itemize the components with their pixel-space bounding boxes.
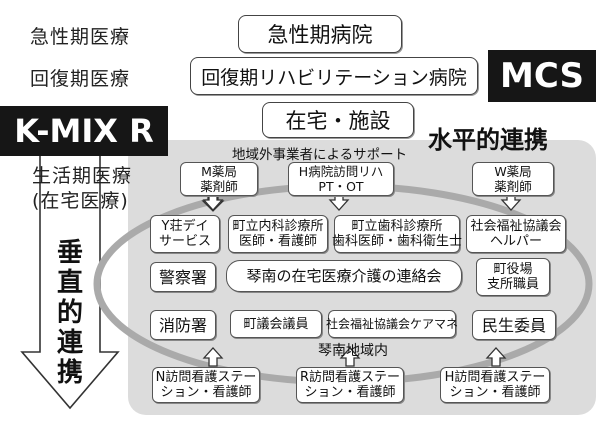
stage-recovery-label: 回復期医療 [30, 68, 131, 90]
stage-living-line1: 生活期医療 [32, 165, 133, 187]
horizontal-cooperation-label: 水平的連携 [428, 126, 548, 154]
stage-acute-label: 急性期医療 [30, 26, 131, 48]
node-line: ション・看護師 [304, 385, 396, 400]
node-line: 町役場 [493, 262, 533, 277]
node-line: 薬剤師 [494, 179, 532, 194]
node-line: 町立歯科診療所 [351, 219, 443, 234]
node-line: H病院訪問リハ [298, 164, 384, 179]
welfare-commissioner-node: 民生委員 [472, 310, 556, 340]
node-line: 薬剤師 [200, 179, 238, 194]
node-line: R訪問看護ステー [299, 370, 401, 385]
welfare-helper-node: 社会福祉協議会 ヘルパー [466, 215, 566, 253]
home-facility-box: 在宅・施設 [262, 102, 414, 138]
council-node: 琴南の在宅医療介護の連絡会 [226, 260, 462, 292]
stage-living-line2: (在宅医療) [32, 190, 129, 212]
node-line: サービス [158, 234, 211, 249]
node-line: PT・OT [318, 179, 364, 194]
node-line: 社会福祉協議会 [470, 219, 562, 234]
fire-node: 消防署 [150, 310, 216, 340]
node-line: W薬局 [494, 164, 532, 179]
recovery-hospital-box: 回復期リハビリテーション病院 [190, 57, 478, 95]
inside-region-label: 琴南地域内 [318, 343, 388, 359]
town-office-node: 町役場 支所職員 [476, 258, 550, 296]
node-line: 歯科医師・歯科衛生士 [332, 234, 463, 249]
n-visiting-nurse-node: N訪問看護ステー ション・看護師 [152, 367, 260, 403]
h-hospital-rehab-node: H病院訪問リハ PT・OT [288, 162, 394, 196]
police-node: 警察署 [150, 262, 216, 292]
w-pharmacy-node: W薬局 薬剤師 [472, 162, 554, 196]
node-line: N訪問看護ステー [155, 370, 257, 385]
stage-living-label: 生活期医療 (在宅医療) [32, 164, 132, 214]
m-pharmacy-node: M薬局 薬剤師 [180, 162, 258, 196]
acute-hospital-box: 急性期病院 [238, 15, 402, 53]
r-visiting-nurse-node: R訪問看護ステー ション・看護師 [296, 367, 404, 403]
node-line: 支所職員 [486, 277, 539, 292]
node-line: 町立内科診療所 [232, 219, 324, 234]
vertical-cooperation-label: 垂直的連携 [56, 238, 83, 388]
kmix-badge: K-MIX R [0, 106, 168, 156]
mcs-badge: MCS [488, 50, 596, 102]
node-line: H訪問看護ステー [444, 370, 546, 385]
node-line: ション・看護師 [160, 385, 252, 400]
outside-support-label: 地域外事業者によるサポート [232, 147, 408, 163]
node-line: ヘルパー [489, 234, 542, 249]
town-assembly-node: 町議会議員 [230, 310, 322, 338]
node-line: 医師・看護師 [238, 234, 317, 249]
town-dental-node: 町立歯科診療所 歯科医師・歯科衛生士 [332, 215, 463, 253]
town-clinic-node: 町立内科診療所 医師・看護師 [228, 215, 328, 253]
node-line: ション・看護師 [449, 385, 541, 400]
node-line: Y荘デイ [161, 219, 209, 234]
node-line: M薬局 [201, 164, 237, 179]
y-day-service-node: Y荘デイ サービス [150, 215, 220, 253]
welfare-caremanager-node: 社会福祉協議会ケアマネ [326, 310, 458, 338]
h-visiting-nurse-node: H訪問看護ステー ション・看護師 [440, 367, 550, 403]
